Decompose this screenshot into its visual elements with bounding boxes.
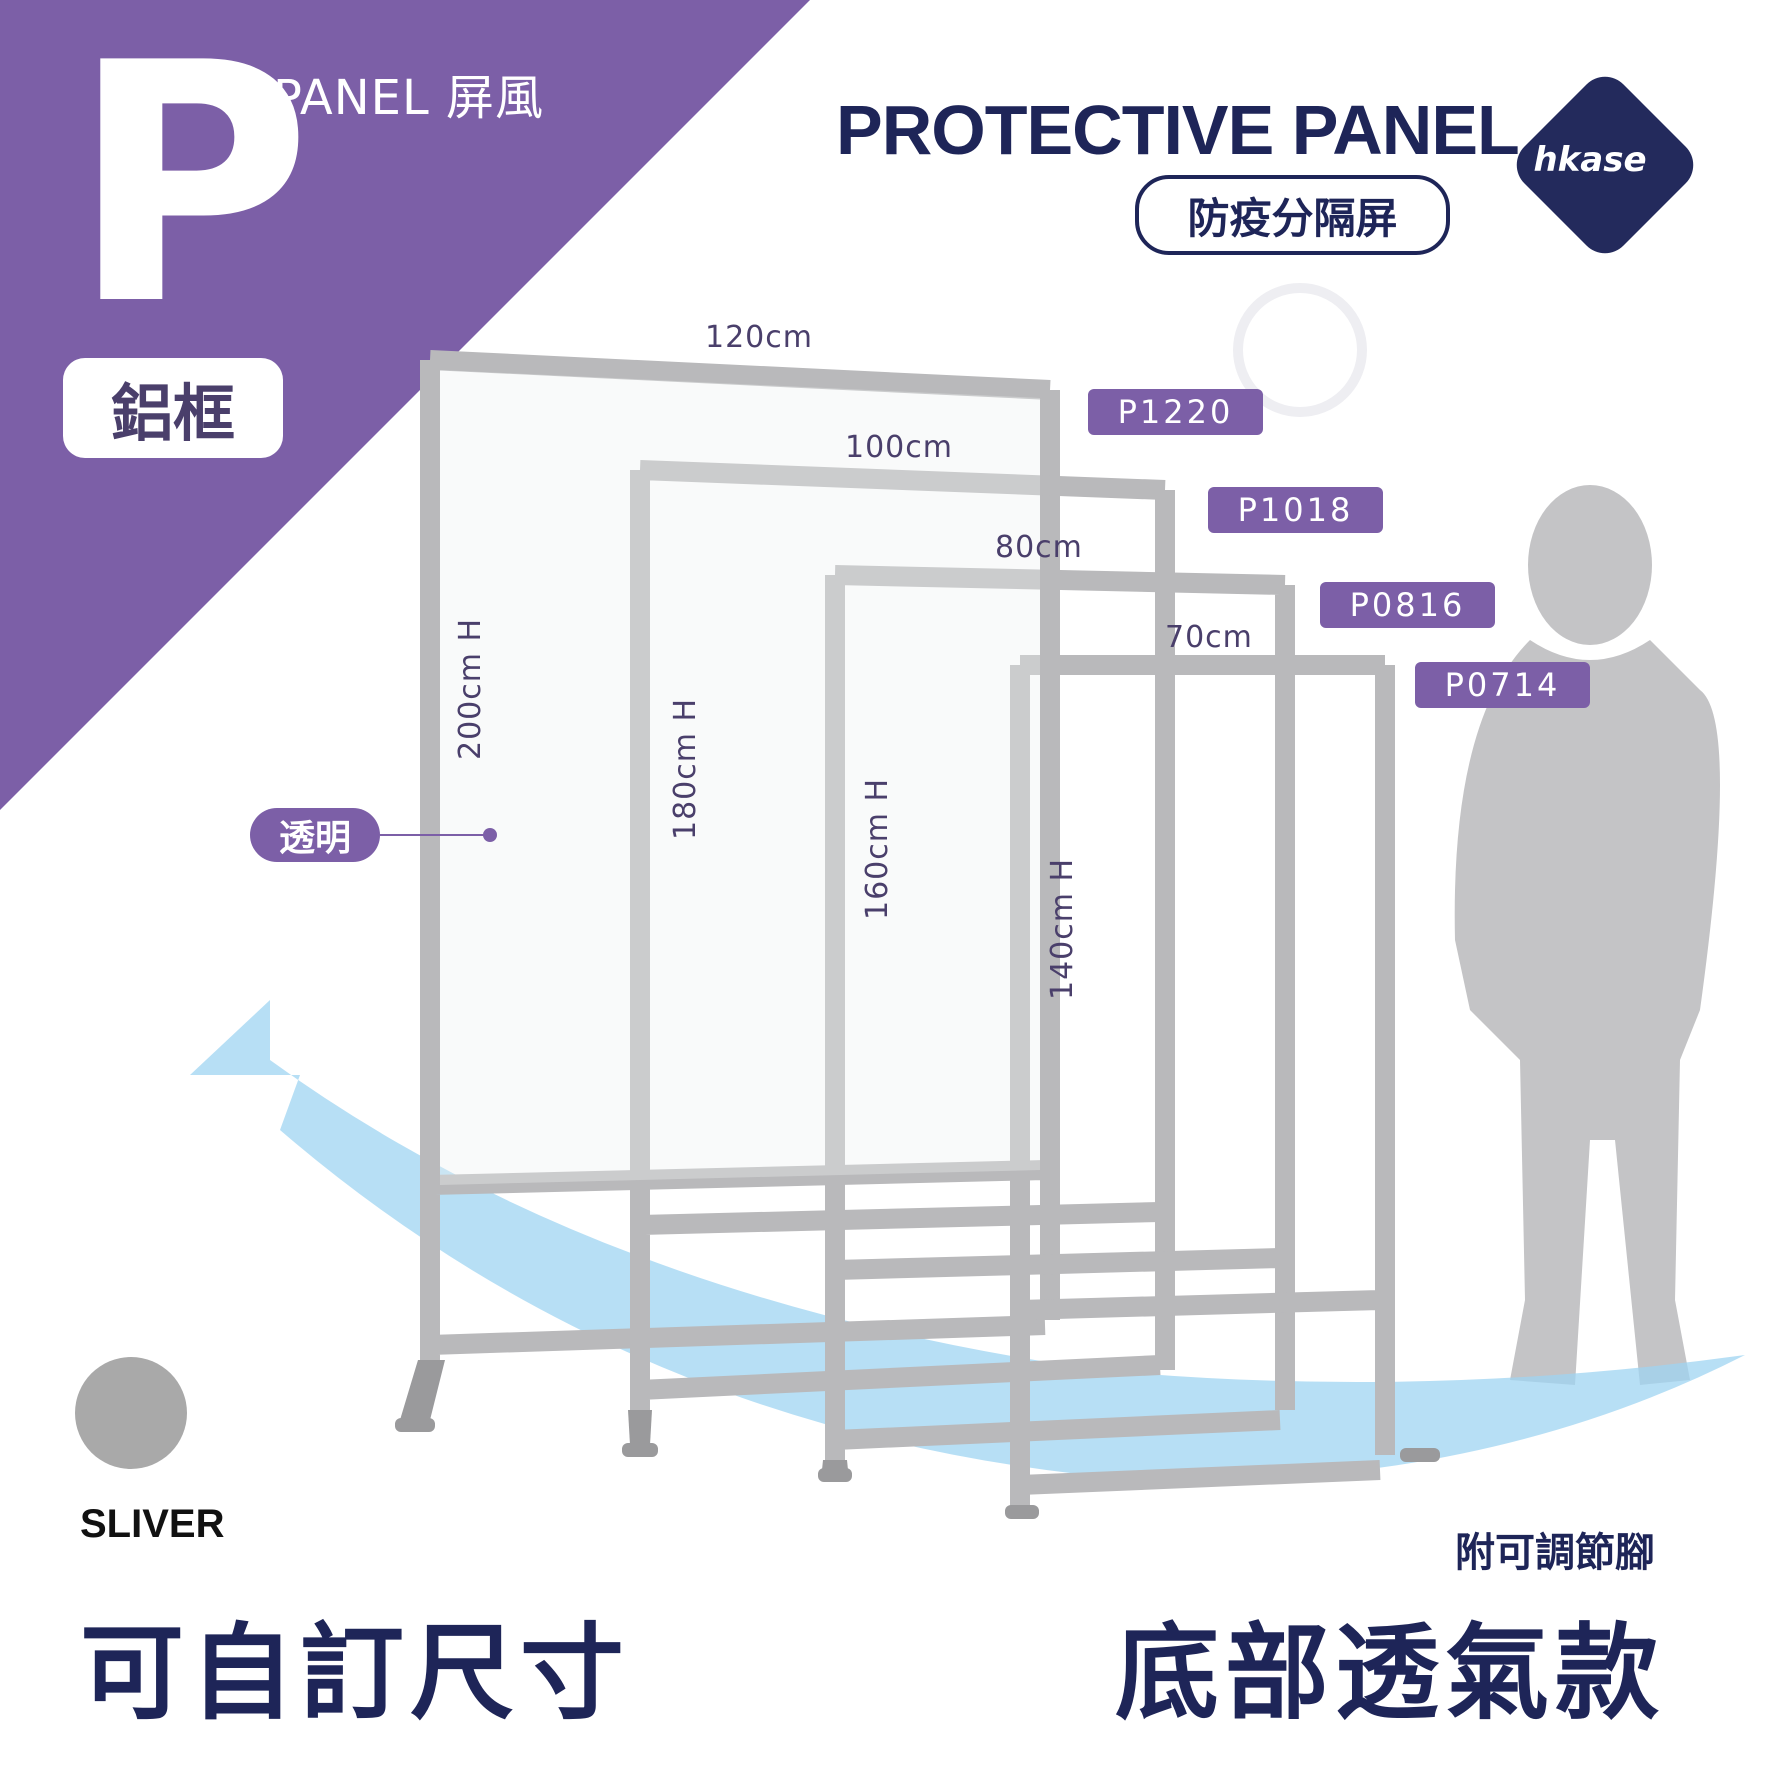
model-tag-p0816: P0816: [1320, 582, 1495, 628]
panel-letter: P: [70, 0, 312, 377]
model-tag-p1018: P1018: [1208, 487, 1383, 533]
page-subtitle: 防疫分隔屏: [1135, 175, 1450, 255]
purple-corner: [0, 0, 810, 810]
panel-frames: [420, 350, 1395, 1510]
adjustable-feet-text: 附可調節腳: [1455, 1530, 1655, 1576]
width-label-p0816: 80cm: [995, 530, 1083, 565]
transparent-tag: 透明: [250, 808, 380, 862]
width-label-p1220: 120cm: [705, 320, 813, 355]
registered-watermark-icon: [1233, 283, 1367, 417]
transparent-callout-dot: [483, 828, 497, 842]
height-label-p0714: 140cm H: [1045, 857, 1080, 1000]
brand-logo-text: hkase: [1533, 140, 1647, 180]
glass-panels: [440, 370, 1040, 1185]
height-label-p1220: 200cm H: [453, 617, 488, 760]
material-badge: 鋁框: [63, 358, 283, 458]
brand-logo-icon: [1516, 76, 1694, 254]
airflow-arrow-icon: [190, 1000, 1745, 1481]
adjustable-feet-icon: [395, 1360, 1440, 1519]
bottom-breathable-text: 底部透氣款: [1115, 1612, 1666, 1734]
panel-label: PANEL 屏風: [273, 70, 544, 126]
color-name: SLIVER: [80, 1502, 225, 1546]
silver-swatch: [75, 1357, 187, 1469]
height-label-p1018: 180cm H: [668, 697, 703, 840]
page-title: PROTECTIVE PANEL: [836, 91, 1520, 169]
person-silhouette-icon: [1454, 485, 1720, 1385]
model-tag-p1220: P1220: [1088, 389, 1263, 435]
height-label-p0816: 160cm H: [860, 777, 895, 920]
width-label-p0714: 70cm: [1165, 620, 1253, 655]
custom-size-text: 可自訂尺寸: [80, 1612, 631, 1734]
model-tag-p0714: P0714: [1415, 662, 1590, 708]
width-label-p1018: 100cm: [845, 430, 953, 465]
